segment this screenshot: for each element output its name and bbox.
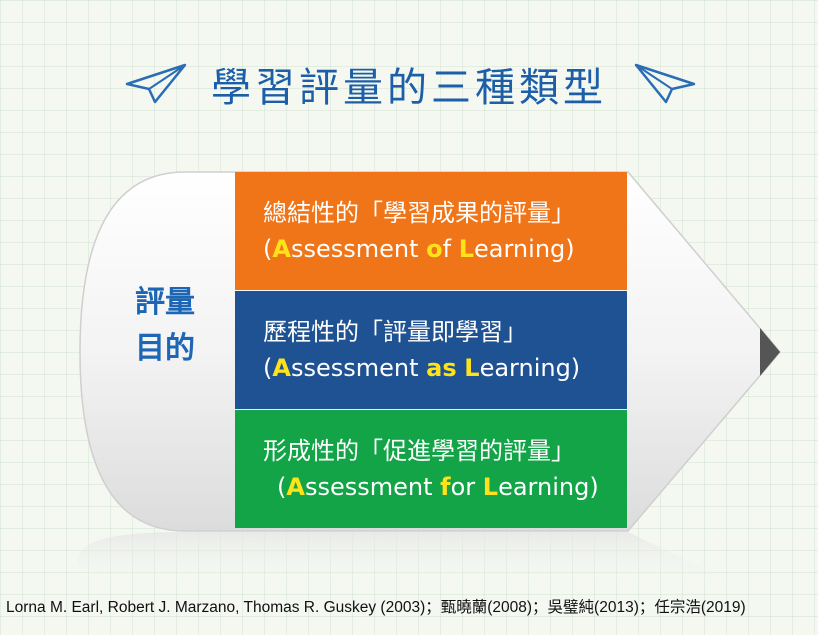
assessment-purpose-label: 評量 目的: [100, 280, 230, 372]
band-english-label: (Assessment of Learning): [263, 235, 575, 263]
band-english-label: (Assessment for Learning): [277, 473, 599, 501]
paper-plane-icon: [125, 63, 187, 104]
band-chinese-label: 形成性的「促進學習的評量」: [263, 437, 575, 465]
purpose-line-1: 評量: [135, 285, 195, 320]
purpose-line-2: 目的: [135, 331, 195, 366]
assessment-as-learning-band: 歷程性的「評量即學習」 (Assessment as Learning): [235, 291, 627, 409]
band-chinese-label: 總結性的「學習成果的評量」: [263, 199, 575, 227]
reference-citation: Lorna M. Earl, Robert J. Marzano, Thomas…: [6, 599, 746, 616]
band-chinese-label: 歷程性的「評量即學習」: [263, 318, 527, 346]
page-title: 學習評量的三種類型: [211, 65, 607, 111]
assessment-for-learning-band: 形成性的「促進學習的評量」 (Assessment for Learning): [235, 410, 627, 528]
band-english-label: (Assessment as Learning): [263, 354, 581, 382]
assessment-of-learning-band: 總結性的「學習成果的評量」 (Assessment of Learning): [235, 172, 627, 290]
paper-plane-icon: [634, 63, 696, 104]
